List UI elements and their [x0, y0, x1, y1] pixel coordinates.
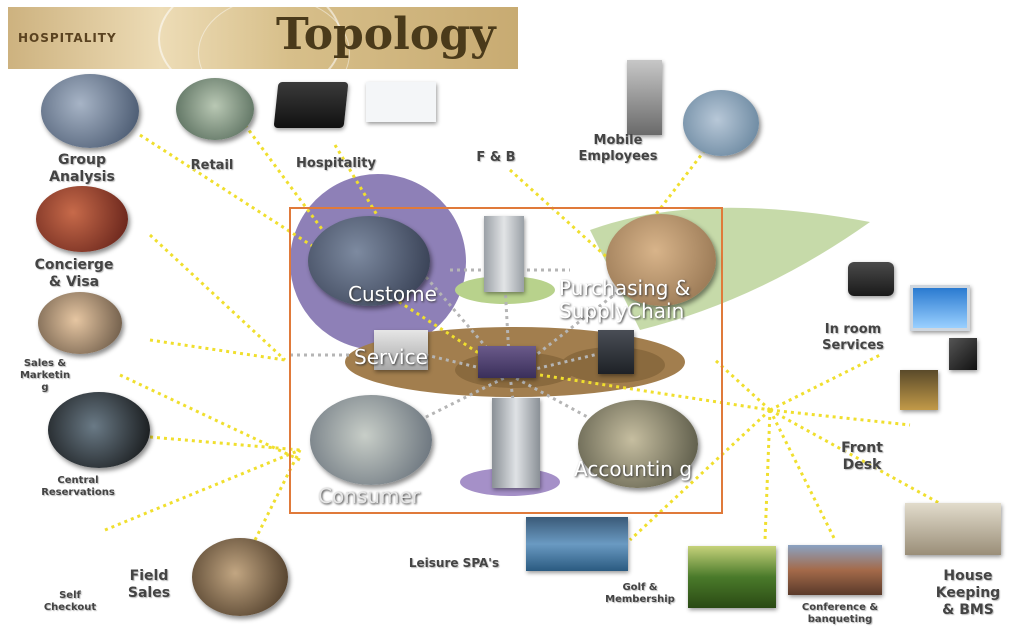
concierge-photo [36, 186, 128, 252]
sales-marketing-label: Sales & Marketin g [19, 358, 71, 393]
field-sales-label: Field Sales [127, 568, 171, 601]
central-reservations-label: Central Reservations [41, 475, 115, 498]
in-room-services-label: In room Services [822, 322, 884, 353]
leisure-spa-photo [526, 517, 628, 571]
conference-label: Conference & banqueting [801, 602, 879, 625]
retail-label: Retail [190, 158, 234, 173]
consumer-label: Consumer [318, 484, 420, 508]
mobile-employees-label: Mobile Employees [578, 133, 658, 164]
consumer-photo [310, 395, 432, 485]
monitor-icon [910, 285, 970, 331]
golf-membership-label: Golf & Membership [605, 582, 675, 605]
banner-brand: HOSPITALITY [18, 31, 117, 45]
server-icon [598, 330, 634, 374]
topology-banner: HOSPITALITY Topology [8, 7, 518, 69]
golf-photo [688, 546, 776, 608]
fb-label: F & B [476, 150, 516, 165]
server-icon [484, 216, 524, 292]
sales-photo [38, 292, 122, 354]
concierge-label: Concierge & Visa [34, 257, 114, 290]
hospitality-label: Hospitality [296, 156, 376, 171]
pos-terminal-icon [273, 82, 349, 128]
server-icon [478, 346, 536, 378]
purchasing-photo [606, 214, 716, 306]
door-lock-icon [900, 370, 938, 410]
service-label: Service [354, 345, 428, 369]
retail-photo [176, 78, 254, 140]
leisure-spa-label: Leisure SPA's [408, 556, 500, 570]
keycard-icon [949, 338, 977, 370]
purchasing-label: Purchasing & SupplyChain [559, 276, 691, 323]
accounting-photo [578, 400, 698, 488]
central-frame [289, 207, 723, 514]
group-analysis-label: Group Analysis [49, 152, 115, 185]
customer-photo [308, 216, 430, 306]
banner-title: Topology [276, 9, 496, 60]
self-checkout-label: Self Checkout [43, 590, 97, 613]
house-keeping-label: House Keeping & BMS [935, 568, 1001, 618]
conference-photo [788, 545, 882, 595]
server-icon [492, 398, 540, 488]
mobile-employees-photo [683, 90, 759, 156]
server-icon [374, 330, 428, 370]
group-analysis-photo [41, 74, 139, 148]
hospitality-device-photo [366, 82, 436, 122]
field-sales-photo [192, 538, 288, 616]
front-desk-label: Front Desk [841, 440, 883, 473]
customer-label: Custome [348, 282, 437, 306]
phone-icon [848, 262, 894, 296]
house-keeping-photo [905, 503, 1001, 555]
mobile-phone-icon [627, 60, 662, 135]
accounting-label: Accountin g [574, 457, 693, 481]
central-reservations-photo [48, 392, 150, 468]
